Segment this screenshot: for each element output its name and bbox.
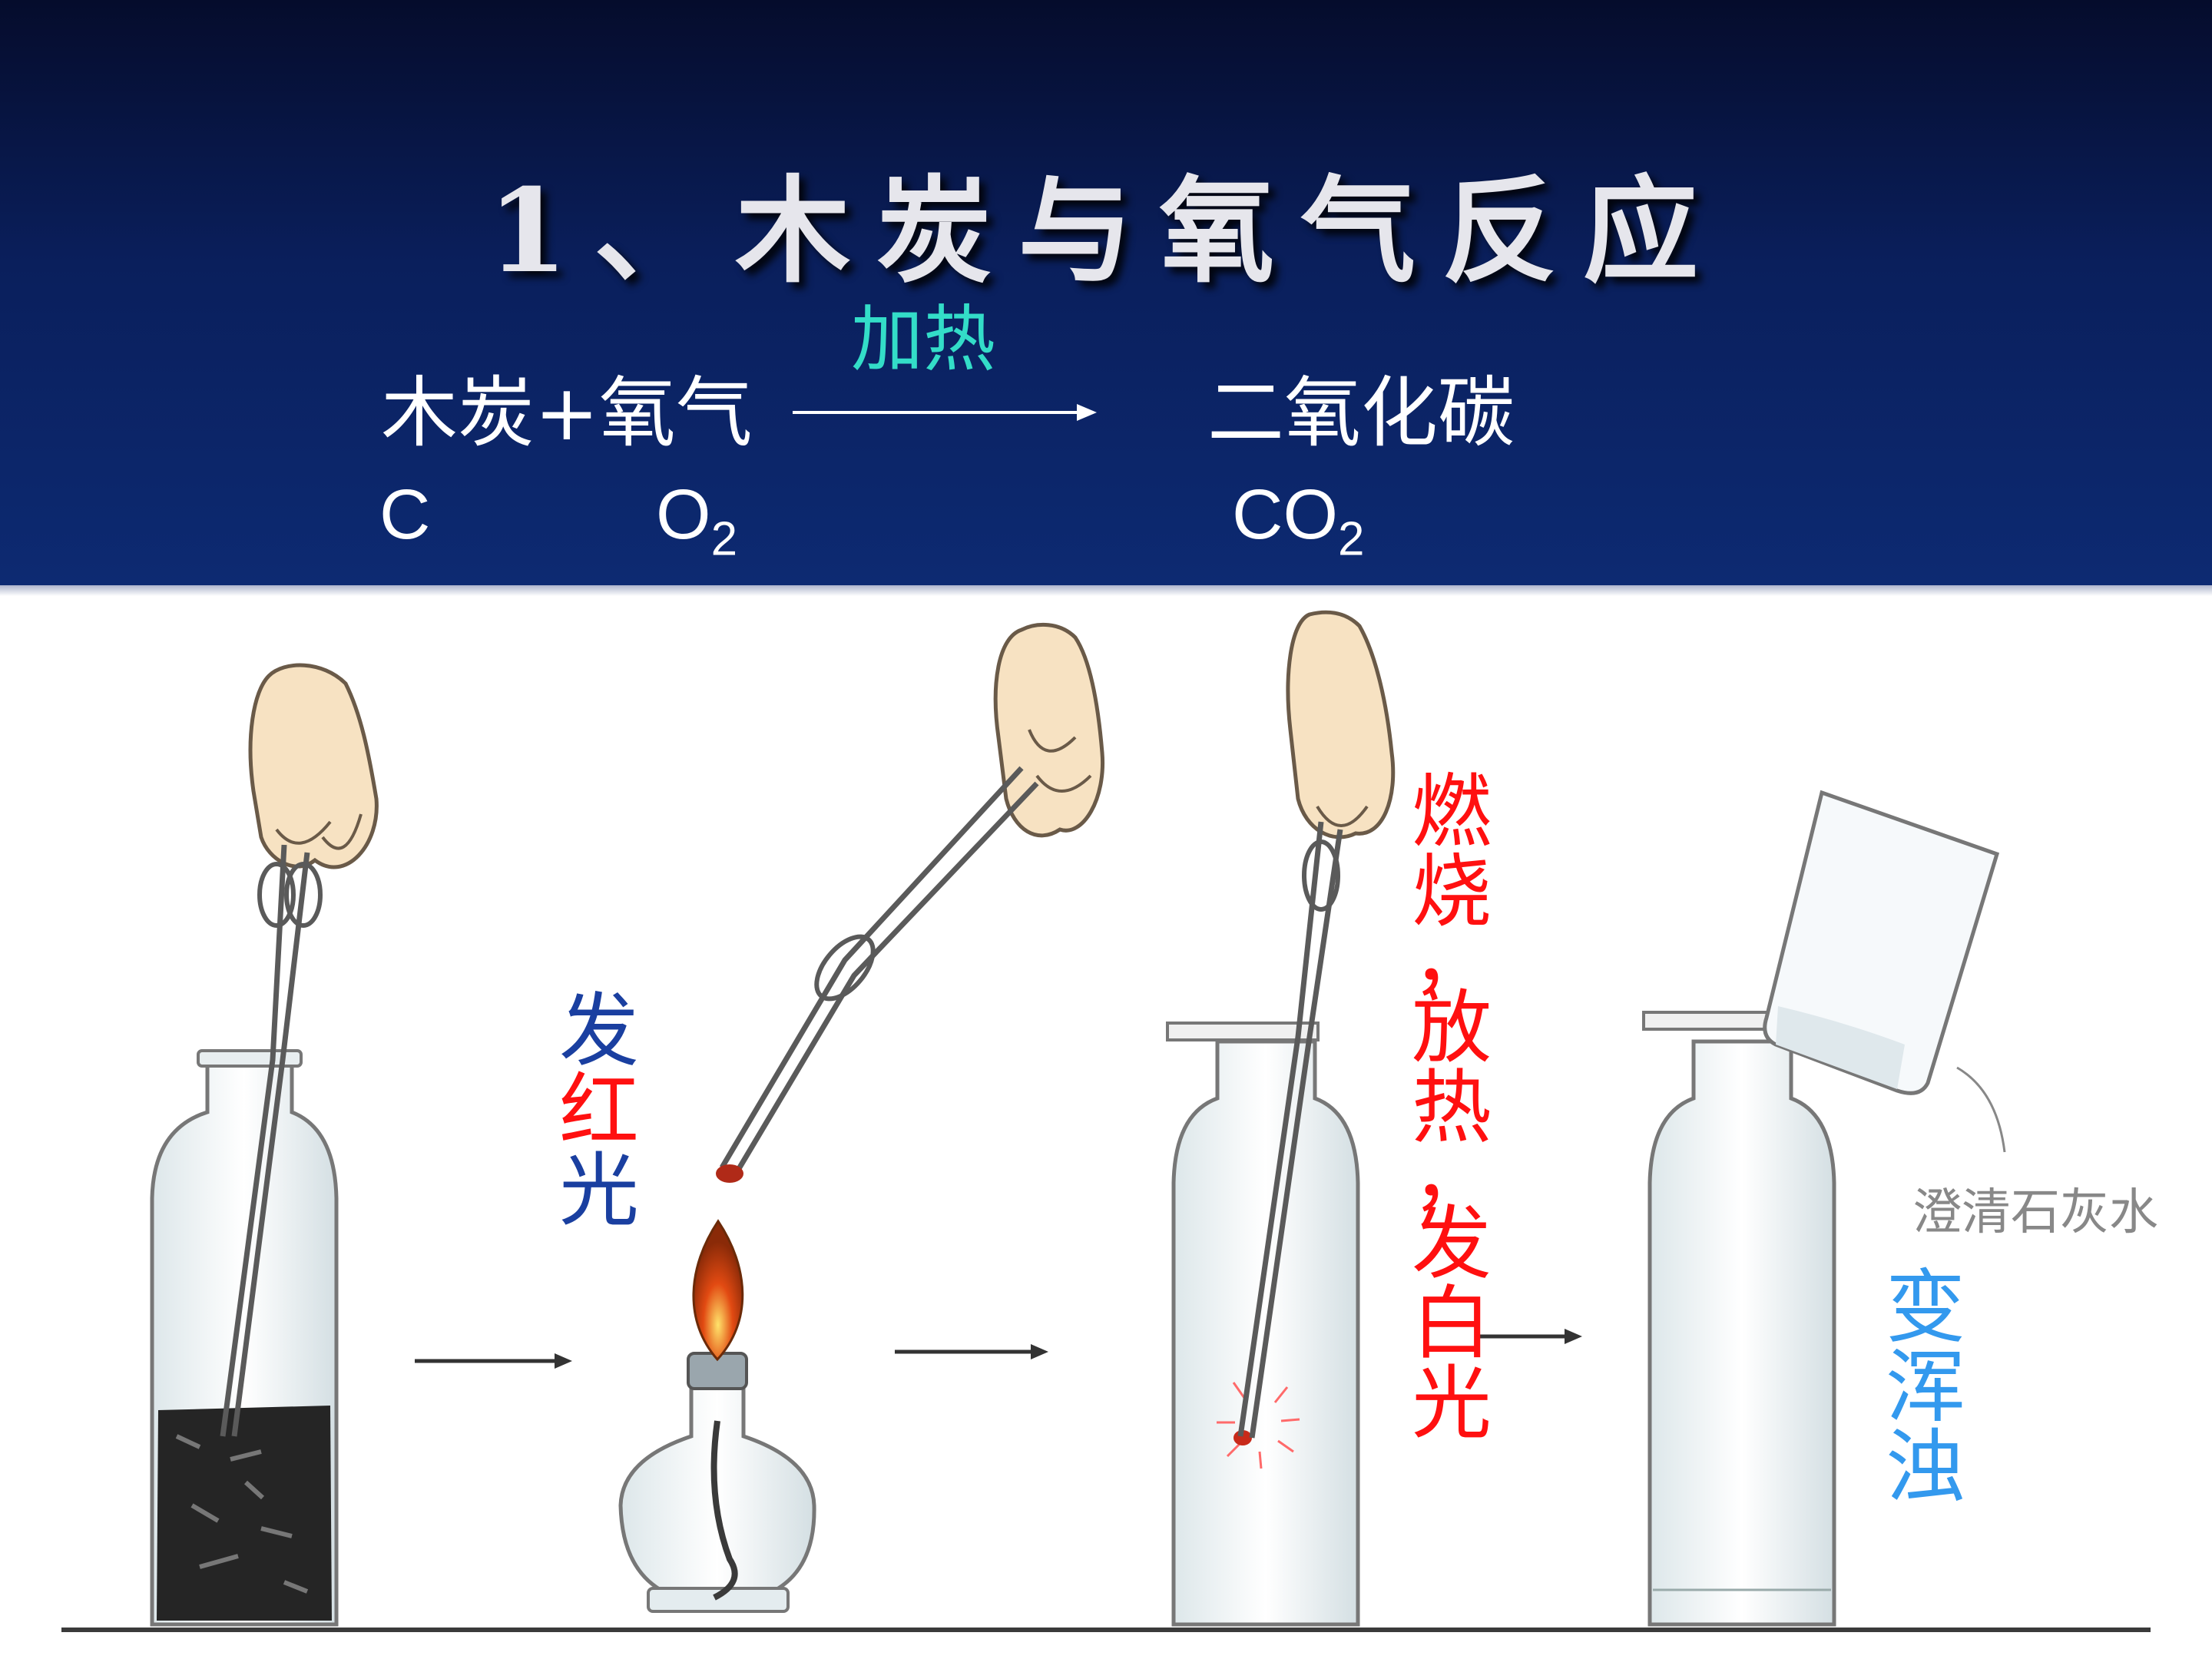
- arrow-1: [415, 1353, 572, 1369]
- condition-heating: 加热: [851, 298, 996, 382]
- glass-plate: [1166, 1022, 1320, 1041]
- slide-title: 1、木炭与氧气反应: [487, 164, 1725, 299]
- arrow-3: [1479, 1329, 1582, 1344]
- experiment-illustration: 澄清石灰水: [61, 610, 2158, 1632]
- beaker-limewater: 澄清石灰水: [1763, 790, 2158, 1241]
- test-jar: [1642, 1011, 1836, 1627]
- title-banner: 1、木炭与氧气反应 木炭+氧气 加热 二氧化碳 C O2 CO2: [0, 0, 2212, 596]
- label-red-glow: 发 红 光: [559, 984, 640, 1237]
- formula-oxygen: O2: [656, 475, 738, 566]
- arrow-2: [895, 1344, 1048, 1359]
- label-burning: 燃 烧 ， 放 热 ， 发 白 光: [1412, 765, 1492, 1450]
- flame: [692, 1219, 744, 1362]
- formula-carbon: C: [379, 475, 431, 554]
- beaker-label: 澄清石灰水: [1912, 1184, 2158, 1241]
- hand-with-tongs-1: [220, 663, 379, 1437]
- hand-with-tongs-2: [716, 622, 1105, 1183]
- reactants-text: 木炭+氧气: [381, 368, 753, 458]
- hand-with-tongs-3: [1237, 610, 1396, 1439]
- label-turbid: 变 浑 浊: [1886, 1260, 1966, 1514]
- product-text: 二氧化碳: [1207, 368, 1515, 458]
- oxygen-jar: [1166, 1022, 1360, 1627]
- reaction-arrow: [793, 404, 1097, 421]
- alcohol-lamp: [618, 1219, 816, 1613]
- formula-carbon-dioxide: CO2: [1232, 475, 1365, 566]
